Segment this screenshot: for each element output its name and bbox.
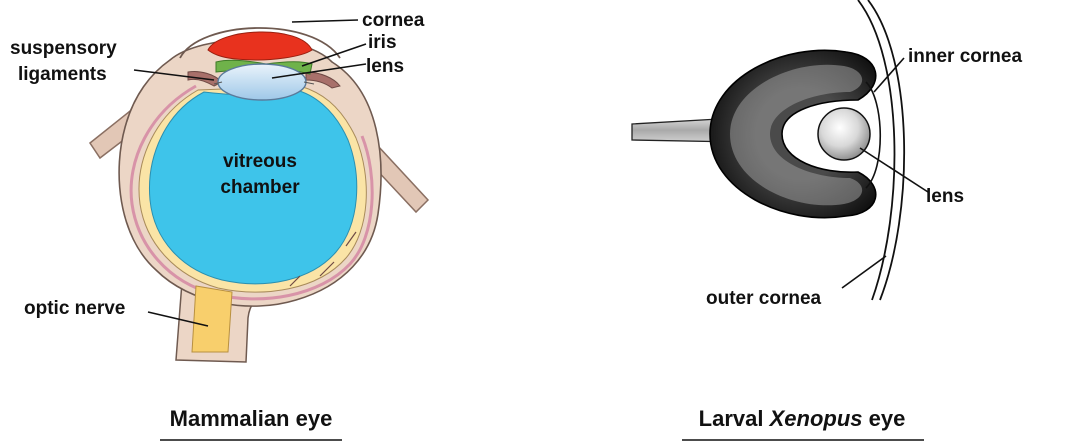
label-ligaments: ligaments	[18, 64, 107, 85]
label-lens-mammalian: lens	[366, 56, 404, 77]
label-chamber: chamber	[220, 177, 300, 198]
caption-xenopus: Larval Xenopus eye	[699, 406, 906, 431]
label-suspensory: suspensory	[10, 38, 117, 59]
xenopus-outer-cornea-inner	[868, 0, 904, 300]
label-lens-xenopus: lens	[926, 186, 964, 207]
label-optic-nerve: optic nerve	[24, 298, 125, 319]
lens	[218, 64, 306, 100]
xenopus-lens	[818, 108, 870, 160]
caption-mammalian: Mammalian eye	[170, 406, 333, 431]
label-cornea: cornea	[362, 10, 425, 31]
label-vitreous: vitreous	[223, 151, 297, 172]
label-inner-cornea: inner cornea	[908, 46, 1022, 67]
label-iris: iris	[368, 32, 397, 53]
mammalian-eye-illustration: cornea iris lens suspensory ligaments vi…	[10, 10, 428, 440]
anterior-chamber	[208, 32, 312, 60]
cornea-leader-line	[292, 20, 358, 22]
label-outer-cornea: outer cornea	[706, 288, 822, 309]
optic-nerve	[192, 286, 232, 352]
outer-cornea-leader-line	[842, 256, 886, 288]
caption-xenopus-prefix: Larval	[699, 406, 770, 431]
caption-xenopus-suffix: eye	[863, 406, 906, 431]
xenopus-eye-illustration: inner cornea lens outer cornea Larval Xe…	[632, 0, 1022, 440]
caption-xenopus-species: Xenopus	[768, 406, 863, 431]
